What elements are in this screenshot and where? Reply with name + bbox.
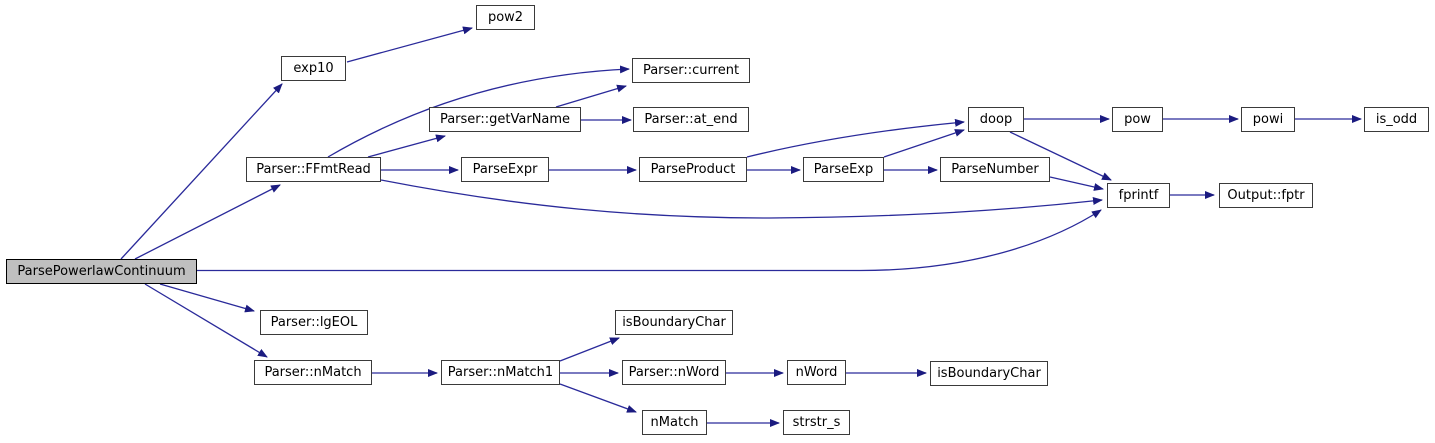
edge-ParsePowerlawContinuum-to-lgEOL [159, 283, 255, 313]
edge-ParseProduct-to-doop [746, 118, 965, 158]
node-parseexpr[interactable]: ParseExpr [461, 157, 549, 182]
edge-FFmtRead-to-getVarName [367, 134, 446, 158]
node-parser-ffmtread[interactable]: Parser::FFmtRead [246, 157, 381, 182]
node-is-odd[interactable]: is_odd [1364, 107, 1429, 132]
node-nmatch[interactable]: nMatch [642, 410, 707, 435]
node-parseexp[interactable]: ParseExp [803, 157, 884, 182]
edge-nMatch1-to-isBoundaryChar [559, 337, 620, 362]
node-isboundarychar[interactable]: isBoundaryChar [615, 310, 733, 335]
node-powi[interactable]: powi [1241, 107, 1295, 132]
edge-getVarName-to-current [555, 84, 627, 108]
node-parser-nmatch1[interactable]: Parser::nMatch1 [441, 360, 560, 385]
edge-nMatch1-to-nMatch [559, 383, 637, 413]
node-fprintf[interactable]: fprintf [1107, 183, 1170, 208]
node-exp10[interactable]: exp10 [281, 56, 346, 81]
node-parser-nword[interactable]: Parser::nWord [622, 360, 726, 385]
edge-ParseExp-to-doop [883, 129, 965, 158]
node-pow2[interactable]: pow2 [476, 5, 535, 30]
node-parser-current[interactable]: Parser::current [632, 58, 750, 83]
edge-ParsePowerlawContinuum-to-FFmtRead [134, 184, 281, 260]
node-parser-nmatch[interactable]: Parser::nMatch [254, 360, 372, 385]
node-ParsePowerlawContinuum[interactable]: ParsePowerlawContinuum [6, 259, 197, 284]
node-parser-lgeol[interactable]: Parser::lgEOL [260, 310, 368, 335]
edge-exp10-to-pow2 [346, 26, 473, 63]
node-nword[interactable]: nWord [787, 360, 846, 385]
node-strstr-s[interactable]: strstr_s [783, 410, 850, 435]
node-isboundarychar-2[interactable]: isBoundaryChar [930, 361, 1048, 386]
edge-ParsePowerlawContinuum-to-fprintf [197, 209, 1102, 272]
edge-FFmtRead-to-current [327, 65, 630, 158]
edge-ParsePowerlawContinuum-to-exp10 [120, 83, 283, 260]
edge-doop-to-fprintf [1009, 131, 1112, 181]
edge-ParseNumber-to-fprintf [1049, 176, 1104, 191]
node-output-fptr[interactable]: Output::fptr [1219, 183, 1313, 208]
node-parseproduct[interactable]: ParseProduct [639, 157, 747, 182]
edge-ParsePowerlawContinuum-to-nMatch [144, 283, 268, 358]
node-parser-getvarname[interactable]: Parser::getVarName [429, 107, 581, 132]
node-parsenumber[interactable]: ParseNumber [940, 157, 1050, 182]
node-doop[interactable]: doop [968, 107, 1024, 132]
edge-FFmtRead-to-fprintf [380, 179, 1103, 219]
node-parser-at-end[interactable]: Parser::at_end [633, 107, 749, 132]
node-pow[interactable]: pow [1112, 107, 1163, 132]
